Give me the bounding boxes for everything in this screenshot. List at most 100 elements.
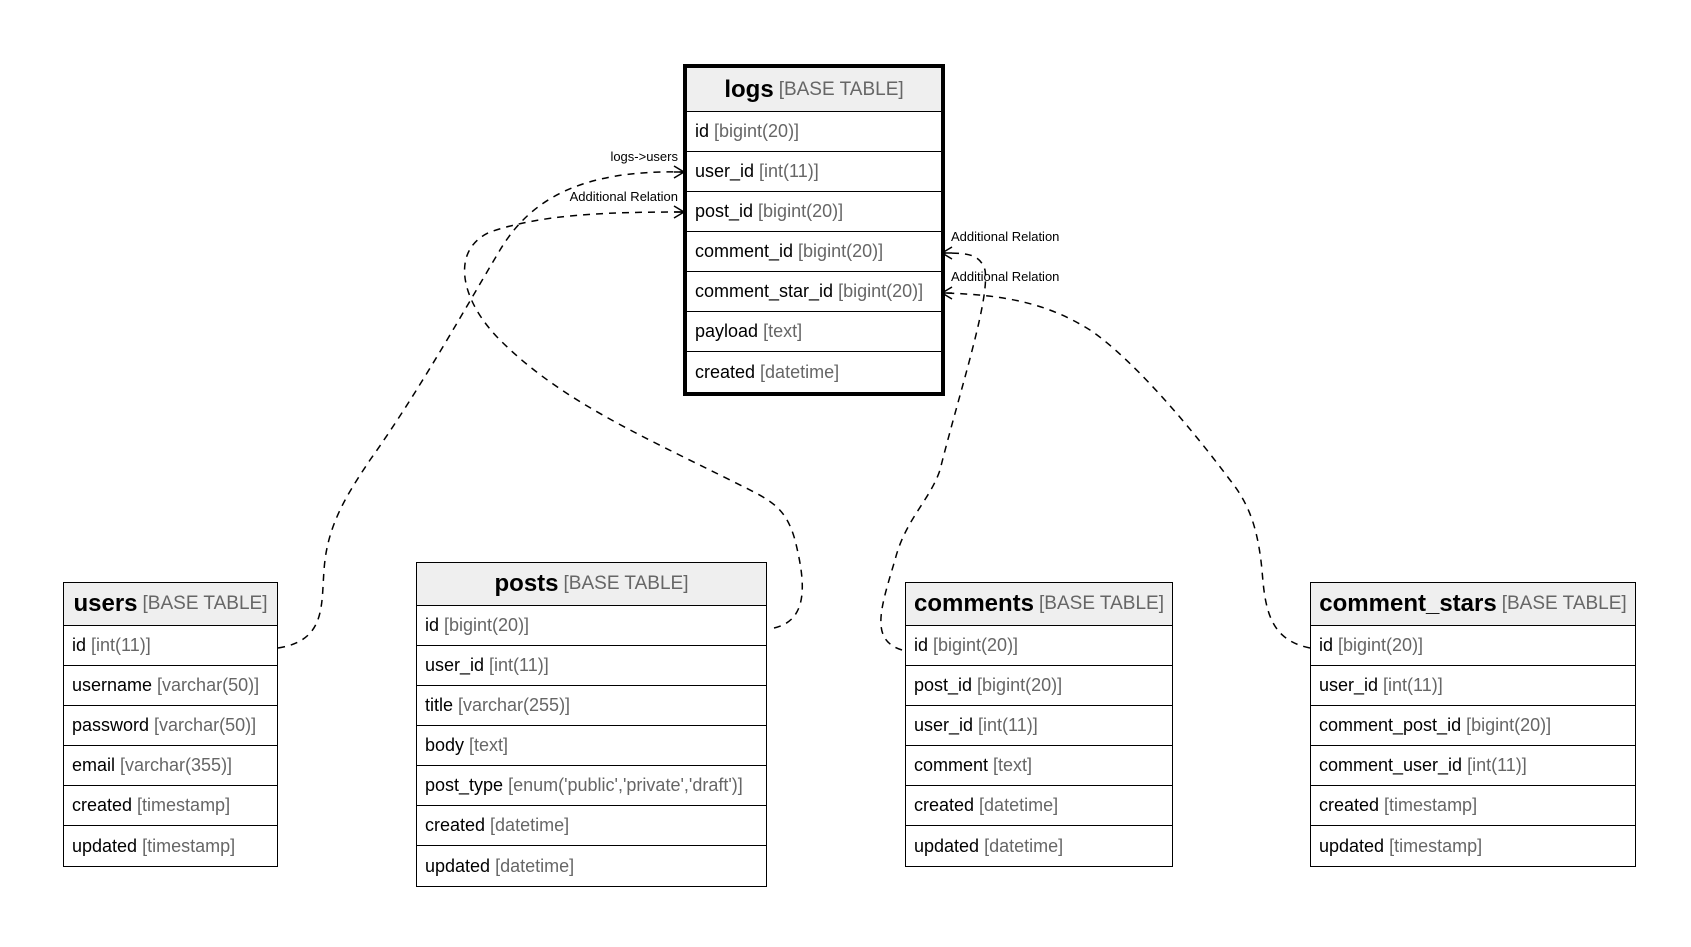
column-row[interactable]: comment_user_id[int(11)]	[1311, 746, 1635, 786]
column-type: [int(11)]	[489, 655, 549, 675]
table-posts[interactable]: posts [BASE TABLE] id[bigint(20)] user_i…	[416, 562, 767, 887]
column-name: id	[1319, 635, 1334, 655]
column-type: [bigint(20)]	[1338, 635, 1424, 655]
column-row[interactable]: username[varchar(50)]	[64, 666, 277, 706]
column-row[interactable]: user_id[int(11)]	[1311, 666, 1635, 706]
column-name: username	[72, 675, 153, 695]
column-type: [datetime]	[490, 815, 570, 835]
column-type: [bigint(20)]	[798, 241, 884, 261]
column-name: email	[72, 755, 116, 775]
edge-logs-posts[interactable]	[463, 211, 803, 629]
column-type: [varchar(50)]	[154, 715, 257, 735]
relation-label-logs-users: logs->users	[610, 149, 678, 164]
table-type: [BASE TABLE]	[1039, 593, 1164, 614]
column-type: [datetime]	[760, 361, 840, 382]
column-type: [int(11)]	[978, 715, 1038, 735]
column-name: body	[425, 735, 465, 755]
table-users[interactable]: users [BASE TABLE] id[int(11)] username[…	[63, 582, 278, 867]
column-name: payload	[695, 321, 759, 341]
column-row[interactable]: comment[text]	[906, 746, 1172, 786]
table-name: users	[73, 590, 138, 617]
column-row[interactable]: comment_id[bigint(20)]	[687, 232, 941, 272]
table-header: comments [BASE TABLE]	[906, 583, 1172, 626]
column-name: comment	[914, 755, 989, 775]
column-type: [bigint(20)]	[933, 635, 1019, 655]
edge-logs-comments[interactable]	[880, 252, 987, 651]
column-row[interactable]: created[datetime]	[687, 352, 941, 392]
column-name: comment_id	[695, 241, 794, 261]
column-type: [int(11)]	[759, 161, 819, 181]
relation-label-logs-comments: Additional Relation	[951, 229, 1059, 244]
column-type: [varchar(255)]	[458, 695, 571, 715]
column-name: id	[72, 635, 87, 655]
column-name: post_id	[695, 201, 754, 221]
column-type: [varchar(355)]	[120, 755, 233, 775]
column-row[interactable]: updated[datetime]	[417, 846, 766, 886]
column-name: comment_user_id	[1319, 755, 1463, 775]
column-name: user_id	[1319, 675, 1379, 695]
column-row[interactable]: title[varchar(255)]	[417, 686, 766, 726]
table-name: logs	[724, 75, 774, 103]
column-row[interactable]: user_id[int(11)]	[417, 646, 766, 686]
column-name: updated	[914, 835, 980, 856]
column-name: created	[1319, 795, 1380, 815]
relation-label-logs-posts: Additional Relation	[570, 189, 678, 204]
table-logs[interactable]: logs [BASE TABLE] id[bigint(20)] user_id…	[683, 64, 945, 396]
column-row[interactable]: password[varchar(50)]	[64, 706, 277, 746]
column-row[interactable]: id[int(11)]	[64, 626, 277, 666]
column-row[interactable]: updated[timestamp]	[1311, 826, 1635, 866]
column-row[interactable]: updated[datetime]	[906, 826, 1172, 866]
column-row[interactable]: created[datetime]	[417, 806, 766, 846]
column-row[interactable]: user_id[int(11)]	[906, 706, 1172, 746]
column-row[interactable]: comment_post_id[bigint(20)]	[1311, 706, 1635, 746]
column-type: [datetime]	[979, 795, 1059, 815]
column-row[interactable]: post_id[bigint(20)]	[906, 666, 1172, 706]
column-name: id	[425, 615, 440, 635]
column-name: updated	[1319, 835, 1385, 856]
column-row[interactable]: updated[timestamp]	[64, 826, 277, 866]
column-row[interactable]: created[timestamp]	[64, 786, 277, 826]
column-name: comment_star_id	[695, 281, 834, 301]
column-row[interactable]: user_id[int(11)]	[687, 152, 941, 192]
table-header: users [BASE TABLE]	[64, 583, 277, 626]
column-type: [text]	[993, 755, 1033, 775]
column-name: created	[695, 361, 756, 382]
column-row[interactable]: created[datetime]	[906, 786, 1172, 826]
column-row[interactable]: id[bigint(20)]	[687, 112, 941, 152]
column-row[interactable]: email[varchar(355)]	[64, 746, 277, 786]
column-type: [timestamp]	[137, 795, 231, 815]
column-name: id	[914, 635, 929, 655]
column-row[interactable]: post_id[bigint(20)]	[687, 192, 941, 232]
table-type: [BASE TABLE]	[142, 593, 268, 614]
column-type: [int(11)]	[1467, 755, 1527, 775]
column-type: [bigint(20)]	[838, 281, 924, 301]
column-row[interactable]: id[bigint(20)]	[906, 626, 1172, 666]
relation-label-logs-comment-stars: Additional Relation	[951, 269, 1059, 284]
column-row[interactable]: payload[text]	[687, 312, 941, 352]
column-row[interactable]: comment_star_id[bigint(20)]	[687, 272, 941, 312]
column-name: created	[425, 815, 486, 835]
column-type: [datetime]	[495, 855, 575, 876]
column-name: created	[914, 795, 975, 815]
column-type: [text]	[763, 321, 803, 341]
table-comment-stars[interactable]: comment_stars [BASE TABLE] id[bigint(20)…	[1310, 582, 1636, 867]
column-name: post_type	[425, 775, 504, 795]
column-name: post_id	[914, 675, 973, 695]
column-row[interactable]: created[timestamp]	[1311, 786, 1635, 826]
column-type: [bigint(20)]	[444, 615, 530, 635]
column-type: [enum('public','private','draft')]	[508, 775, 743, 795]
column-name: user_id	[695, 161, 755, 181]
table-comments[interactable]: comments [BASE TABLE] id[bigint(20)] pos…	[905, 582, 1173, 867]
column-row[interactable]: id[bigint(20)]	[1311, 626, 1635, 666]
column-type: [int(11)]	[1383, 675, 1443, 695]
table-header: logs [BASE TABLE]	[687, 68, 941, 112]
column-row[interactable]: post_type[enum('public','private','draft…	[417, 766, 766, 806]
edge-logs-users[interactable]	[277, 171, 682, 649]
column-row[interactable]: body[text]	[417, 726, 766, 766]
table-name: comment_stars	[1319, 590, 1497, 617]
column-type: [bigint(20)]	[714, 121, 800, 141]
column-row[interactable]: id[bigint(20)]	[417, 606, 766, 646]
column-type: [timestamp]	[142, 835, 236, 856]
column-name: title	[425, 695, 454, 715]
column-name: updated	[72, 835, 138, 856]
